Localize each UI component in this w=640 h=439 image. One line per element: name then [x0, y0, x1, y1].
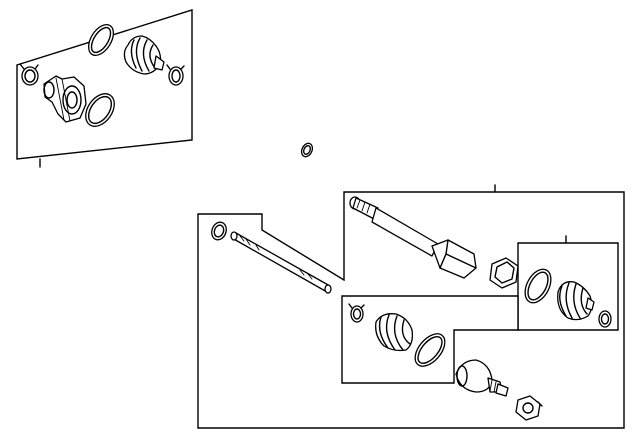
intermediate-shaft-seal[interactable] — [209, 220, 228, 242]
seal-ring-large[interactable] — [80, 88, 120, 131]
axle-assembly-group[interactable] — [197, 184, 625, 429]
hub-nut[interactable] — [515, 395, 543, 421]
boot-kit-group[interactable] — [16, 9, 193, 168]
seal-ring-top[interactable] — [84, 20, 119, 59]
inner-cv-boot[interactable] — [557, 281, 595, 321]
cv-joint-housing[interactable] — [43, 75, 87, 123]
inner-boot-clamp[interactable] — [598, 310, 612, 328]
outer-cv-joint[interactable] — [455, 359, 509, 397]
cv-boot-top-kit[interactable] — [123, 35, 165, 75]
snap-ring[interactable] — [300, 142, 315, 159]
outer-boot-clamp[interactable] — [348, 303, 365, 323]
clamp-ring-small-right[interactable] — [166, 64, 185, 86]
outer-axle-shaft[interactable] — [349, 196, 477, 279]
clamp-ring-small-left[interactable] — [19, 63, 39, 86]
outer-cv-boot[interactable] — [375, 313, 414, 352]
hex-nut[interactable] — [489, 257, 519, 289]
outer-boot-seal-ring[interactable] — [409, 328, 450, 371]
inner-boot-seal-ring[interactable] — [520, 265, 556, 307]
intermediate-shaft[interactable] — [230, 231, 332, 294]
